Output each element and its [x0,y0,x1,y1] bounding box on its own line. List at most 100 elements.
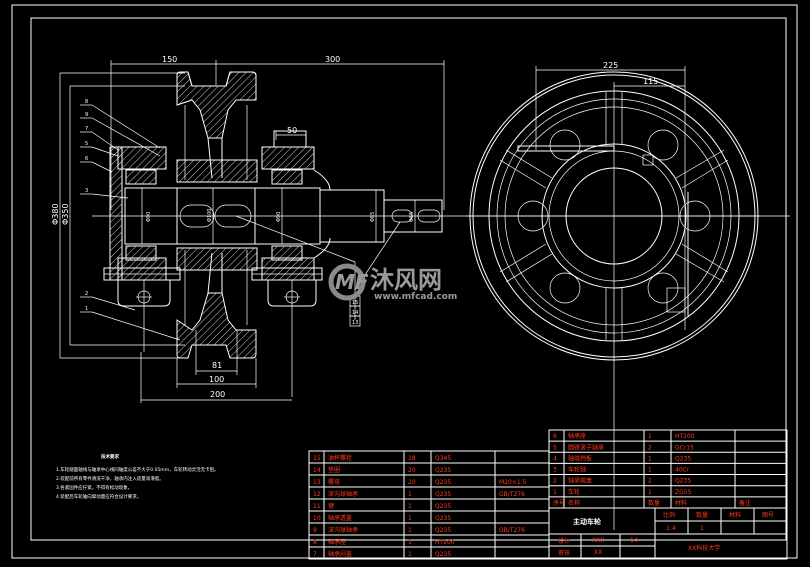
tech-req-item: 2.装配前所有零件清洗干净，轴承内注入适量润滑脂。 [56,475,164,482]
cell-remark: GB/T276 [499,527,525,534]
dim-shaft-65: Φ65 [409,212,415,222]
cell-qty: 1 [408,551,412,558]
cell-no: 15 [313,455,321,462]
cell-material: Q235 [435,479,451,486]
dim-300: 300 [325,55,340,64]
svg-text:6: 6 [85,156,88,162]
tech-req-item: 1.车轮踏面轴线与轴承中心线同轴度公差不大于0.05mm，车轮转动灵活无卡阻。 [56,466,219,473]
cell-material: Q235 [675,455,691,462]
cell-no: 2 [553,478,557,485]
cell-material: Q235 [435,503,451,510]
cell-qty: 18 [408,455,416,462]
dim-shaft-90b: Φ90 [276,212,282,222]
cell-name: 圆锥滚子轴承 [568,443,604,451]
cell-no: 3 [553,467,557,474]
cell-qty: 1 [648,455,652,462]
dim-200: 200 [210,390,225,399]
dim-81: 81 [212,361,222,370]
designer-label: 设计 [558,537,570,545]
part-name: 主动车轮 [573,517,601,526]
dim-shaft-85: Φ85 [370,212,376,222]
col-material: 材料 [729,511,741,519]
svg-text:15: 15 [352,300,358,306]
scale-value: 1:4 [666,525,676,532]
cell-qty: 数量 [648,499,660,507]
watermark-brand: 沐风网 [370,266,442,294]
cell-qty: 1 [408,503,412,510]
parts-header-row: 序号名称数量材料备注 [553,499,751,507]
cell-no: 9 [313,527,317,534]
cell-remark: GB/T276 [499,491,525,498]
cell-name: 键 [328,502,334,510]
cell-no: 8 [313,539,317,546]
cell-name: 轴承座 [328,538,346,546]
cell-name: 轴承透盖 [328,514,352,522]
svg-text:2: 2 [85,291,88,297]
cell-name: 轴承端盖 [568,477,592,485]
cell-material: Q235 [675,478,691,485]
cell-material: HT200 [435,539,455,546]
cell-remark: 备注 [739,499,751,507]
watermark: MF 沐风网 www.mfcad.com [328,263,457,302]
dim-150: 150 [162,55,177,64]
leader-labels-left: 8 9 7 5 6 3 2 1 [80,99,181,341]
section-view: 150 300 Φ380 Φ350 [51,55,790,403]
designer-name: XXX [592,537,604,544]
parts-row: 11 键 1 Q235 [313,502,451,510]
cell-qty: 1 [408,539,412,546]
svg-text:7: 7 [85,126,88,132]
cell-no: 13 [313,479,321,486]
cell-no: 11 [313,503,321,510]
dim-dia-350: Φ350 [61,203,70,225]
cell-name: 车轮轴 [568,466,586,474]
cell-qty: 1 [648,489,652,496]
svg-text:8: 8 [85,99,88,105]
svg-text:9: 9 [85,112,88,118]
checker-name: XX [594,549,602,556]
col-qty: 数量 [696,511,708,519]
cell-name: 深沟球轴承 [328,526,358,534]
tech-requirements: 技术要求 1.车轮踏面轴线与轴承中心线同轴度公差不大于0.05mm，车轮转动灵活… [56,453,219,500]
cell-name: 车轮 [568,488,580,496]
end-view: 225 115 [466,61,760,530]
cell-name: 轴承闷盖 [328,550,352,558]
dim-225: 225 [603,61,618,70]
cell-name: 轴端挡板 [568,454,592,462]
col-drawing-no: 图号 [762,512,774,519]
cell-material: 材料 [675,499,687,507]
dim-shaft-90a: Φ90 [146,212,152,222]
cell-qty: 2 [648,444,652,451]
dim-shaft-100: Φ100 [207,209,213,222]
cell-qty: 20 [408,479,416,486]
cell-name: 垫圈 [328,466,340,474]
watermark-url: www.mfcad.com [374,292,457,302]
cell-no: 10 [313,515,321,522]
cell-material: 40Cr [675,467,690,474]
tech-req-item: 3.各紧固件应拧紧，不得有松动现象。 [56,484,132,491]
school-name: XX科技大学 [688,544,720,552]
svg-text:3: 3 [85,188,88,194]
cell-qty: 1 [408,491,412,498]
cell-name: 深沟球轴承 [328,490,358,498]
svg-text:13: 13 [352,320,358,326]
cell-no: 7 [313,551,317,558]
cell-qty: 1 [408,527,412,534]
parts-row: 8 轴承座 1 HT200 [313,538,455,546]
cell-material: Q235 [435,515,451,522]
cell-no: 1 [553,489,557,496]
dim-dia-380: Φ380 [51,203,60,225]
dim-100: 100 [209,375,224,384]
title-block: 主动车轮 比例 数量 材料 图号 1:4 1 设计 XXX 14 审核 XX X… [548,507,788,560]
inner-border [30,17,787,541]
cell-name: 名称 [568,499,580,507]
